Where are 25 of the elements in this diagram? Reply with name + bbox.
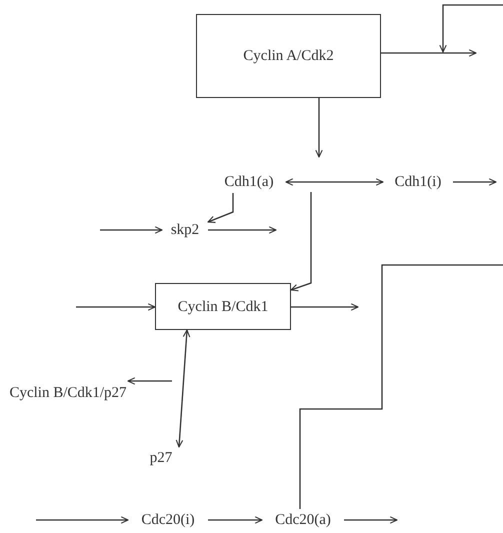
arrow [285, 178, 384, 186]
node-label: skp2 [162, 219, 208, 241]
arrow [208, 226, 277, 234]
arrow [290, 192, 312, 292]
connector-line [299, 264, 503, 509]
arrow [176, 329, 190, 448]
process-box: Cyclin A/Cdk2 [196, 14, 381, 98]
arrow [291, 303, 359, 311]
node-label: Cdc20(a) [262, 509, 344, 531]
arrow [127, 377, 172, 385]
arrow [207, 193, 234, 223]
node-label: Cdh1(a) [212, 171, 286, 193]
arrow [100, 226, 163, 234]
arrow [36, 516, 129, 524]
arrow [76, 303, 156, 311]
arrow [208, 516, 263, 524]
node-label: Cdc20(i) [128, 509, 208, 531]
node-label: Cyclin B/Cdk1/p27 [8, 372, 128, 414]
process-box: Cyclin B/Cdk1 [155, 283, 291, 330]
arrow [315, 98, 323, 158]
node-label: p27 [143, 447, 179, 469]
arrow [344, 516, 398, 524]
arrow [453, 178, 497, 186]
node-label: Cdh1(i) [383, 171, 453, 193]
arrow [381, 49, 477, 57]
